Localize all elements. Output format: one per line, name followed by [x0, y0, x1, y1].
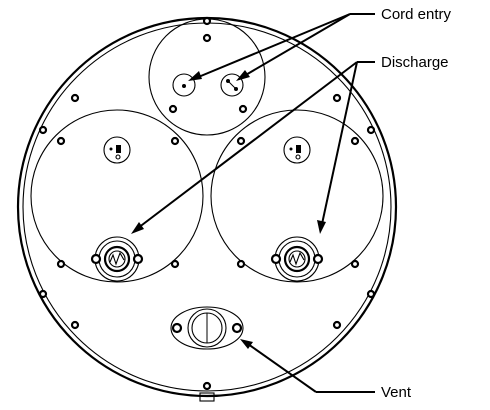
left-pump-plate [30, 109, 204, 283]
left-discharge-fitting [90, 236, 144, 282]
discharge-leaders [131, 61, 375, 234]
right-pump-plate [210, 109, 384, 283]
cord-entry-plate [148, 18, 266, 136]
cord-entry-leaders [188, 13, 375, 81]
vent-fitting [170, 306, 244, 350]
right-discharge-fitting [270, 236, 324, 282]
right-small-fitting [283, 136, 311, 164]
discharge-label: Discharge [381, 54, 449, 71]
perimeter-bolts [38, 16, 376, 391]
cord-entry-port-right [220, 73, 244, 97]
cord-entry-port-left [172, 73, 196, 97]
left-small-fitting [103, 136, 131, 164]
cord-entry-label: Cord entry [381, 6, 452, 23]
vent-label: Vent [381, 384, 412, 401]
vent-leaders [240, 339, 375, 393]
